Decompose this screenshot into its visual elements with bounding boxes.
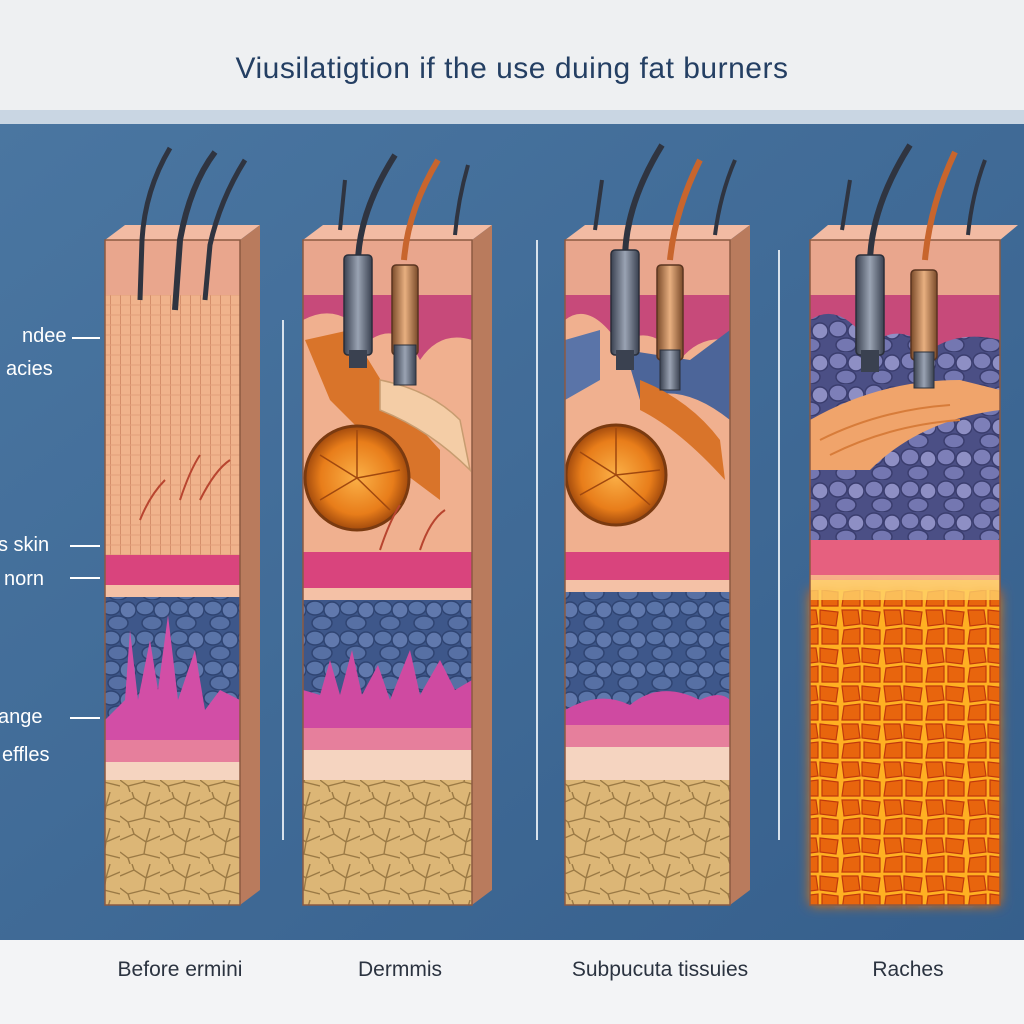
background-top-band xyxy=(0,0,1024,110)
skin-column-before xyxy=(104,146,260,906)
skin-column-burning xyxy=(809,143,1018,906)
side-label: ange xyxy=(0,706,43,728)
side-label: acies xyxy=(6,358,53,380)
caption-before: Before ermini xyxy=(117,958,243,981)
caption-subcutaneous: Subpucuta tissuies xyxy=(571,958,749,981)
skin-column-subcutaneous xyxy=(564,143,750,906)
background-bottom-band xyxy=(0,940,1024,1024)
side-label: ndee xyxy=(22,325,67,347)
diagram-title: Viusilatigtion if the use duing fat burn… xyxy=(235,52,789,85)
side-label: effles xyxy=(2,744,50,766)
side-label: norn xyxy=(4,568,45,590)
background-panel-line xyxy=(0,110,1024,124)
skin-column-dermis xyxy=(302,153,492,906)
side-label: s skin xyxy=(0,534,50,556)
caption-dermis: Dermmis xyxy=(358,958,442,981)
caption-reaches: Raches xyxy=(872,958,944,981)
